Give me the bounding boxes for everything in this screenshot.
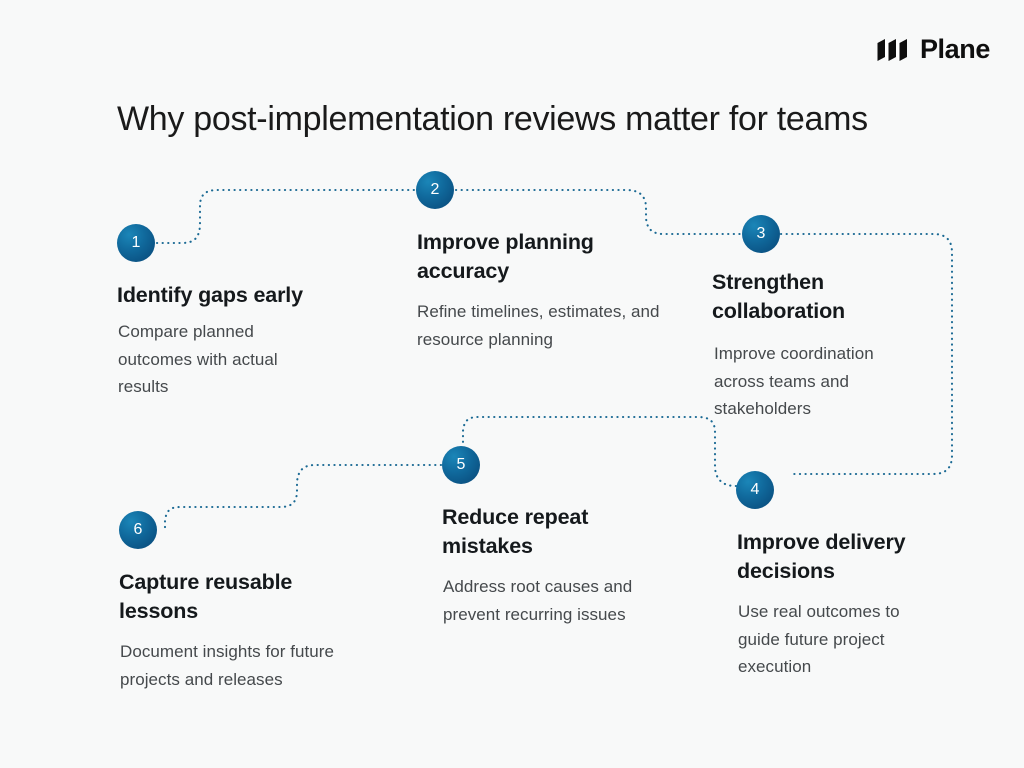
step-heading-1: Identify gaps early: [117, 283, 303, 307]
plane-logo-icon: [877, 38, 907, 61]
step-heading-5: Reduce repeat mistakes: [442, 505, 589, 558]
step-badge-6[interactable]: 6: [119, 511, 157, 549]
step-heading-3: Strengthen collaboration: [712, 270, 846, 323]
connector-5-to-6: [163, 463, 443, 532]
brand-lockup: Plane: [877, 36, 990, 63]
step-badge-4[interactable]: 4: [736, 471, 774, 509]
step-heading-4: Improve delivery decisions: [737, 530, 906, 583]
step-badge-1[interactable]: 1: [117, 224, 155, 262]
step-badge-5[interactable]: 5: [442, 446, 480, 484]
page-title: Why post-implementation reviews matter f…: [117, 100, 868, 138]
step-body-6: Document insights for future projects an…: [120, 642, 334, 689]
step-body-4: Use real outcomes to guide future projec…: [738, 602, 900, 677]
step-body-2: Refine timelines, estimates, and resourc…: [417, 302, 660, 349]
connector-1-to-2: [155, 188, 418, 245]
brand-name: Plane: [919, 34, 990, 64]
step-body-1: Compare planned outcomes with actual res…: [118, 322, 278, 397]
step-badge-3[interactable]: 3: [742, 215, 780, 253]
step-body-5: Address root causes and prevent recurrin…: [443, 577, 633, 624]
step-badge-2[interactable]: 2: [416, 171, 454, 209]
step-heading-2: Improve planning accuracy: [417, 230, 594, 283]
connector-4-to-5: [461, 415, 738, 488]
step-body-3: Improve coordination across teams and st…: [714, 344, 874, 419]
step-heading-6: Capture reusable lessons: [119, 570, 293, 623]
